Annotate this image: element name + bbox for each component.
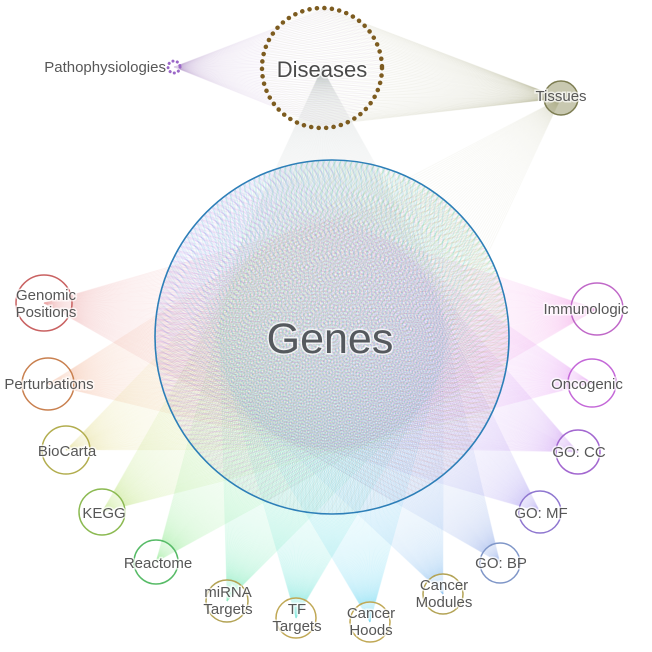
node-circle-genomic-positions[interactable] <box>15 274 73 332</box>
node-label-pathophysiologies: Pathophysiologies <box>44 59 166 76</box>
node-circle-genes[interactable] <box>154 159 510 515</box>
edge-fan-tf-targets-genes <box>187 159 499 619</box>
edge-fan-kegg-genes <box>101 159 510 513</box>
edge-fan-pathophysiologies-diseases <box>173 7 383 129</box>
node-circle-mirna-targets[interactable] <box>205 579 249 623</box>
node-label-oncogenic: Oncogenic <box>551 376 623 393</box>
node-label-perturbations: Perturbations <box>4 376 93 393</box>
edge-fan-reactome-genes <box>155 159 510 563</box>
node-circle-go-mf[interactable] <box>518 490 562 534</box>
node-label-go-bp: GO: BP <box>475 555 527 572</box>
node-circle-diseases[interactable] <box>259 5 385 131</box>
node-label-kegg: KEGG <box>82 505 125 522</box>
edge-fan-go-bp-genes <box>154 159 501 564</box>
node-circle-cancer-modules[interactable] <box>422 573 464 615</box>
edge-fan-diseases-genes <box>167 67 501 515</box>
node-circle-tf-targets[interactable] <box>275 597 317 639</box>
edge-fan-perturbations-genes <box>47 168 510 479</box>
node-label-tissues: Tissues <box>535 88 586 105</box>
node-label-biocarta: BioCarta <box>38 443 97 460</box>
node-label-go-cc: GO: CC <box>552 444 606 461</box>
node-label-immunologic: Immunologic <box>543 301 629 318</box>
node-circle-cancer-hoods[interactable] <box>349 601 391 643</box>
node-label-go-mf: GO: MF <box>514 505 567 522</box>
edge-fan-genomic-positions-genes <box>43 191 510 503</box>
node-label-diseases: Diseases <box>277 57 367 82</box>
node-label-reactome: Reactome <box>124 555 192 572</box>
node-circle-biocarta[interactable] <box>41 425 91 475</box>
edge-fan-cancer-hoods-genes <box>165 159 477 623</box>
edge-fan-cancer-modules-genes <box>155 159 444 595</box>
node-circle-go-bp[interactable] <box>479 542 521 584</box>
node-circle-perturbations[interactable] <box>21 357 75 411</box>
edge-fan-go-mf-genes <box>154 159 541 513</box>
edge-fan-go-cc-genes <box>154 159 579 453</box>
node-circle-kegg[interactable] <box>78 488 126 536</box>
node-circle-immunologic[interactable] <box>570 282 624 336</box>
edge-fan-immunologic-genes <box>154 189 598 502</box>
node-circle-oncogenic[interactable] <box>567 358 617 408</box>
edge-fan-tissues-genes <box>154 97 562 515</box>
node-circle-pathophysiologies[interactable] <box>166 59 182 75</box>
edge-fan-oncogenic-genes <box>154 168 593 477</box>
node-label-genes: Genes <box>267 315 394 363</box>
node-circle-tissues[interactable] <box>543 80 579 116</box>
edge-fan-mirna-targets-genes <box>216 159 509 602</box>
node-circle-reactome[interactable] <box>133 539 179 585</box>
edge-fan-biocarta-genes <box>65 160 510 451</box>
node-circle-go-cc[interactable] <box>555 429 601 475</box>
